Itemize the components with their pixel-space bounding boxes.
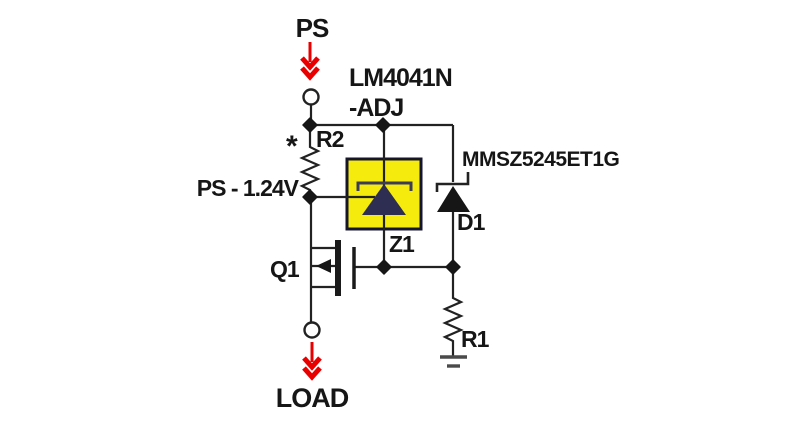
q1-mosfet-symbol <box>311 240 356 296</box>
ps-arrow-icon <box>300 42 320 81</box>
load-terminal-circle <box>303 321 321 339</box>
regulator-label-line2: -ADJ <box>349 94 403 122</box>
junction-dot <box>445 259 461 275</box>
r2-resistor <box>299 125 321 197</box>
load-arrow-icon <box>302 342 322 381</box>
d1-label: D1 <box>457 209 486 235</box>
z1-cathode-bar <box>356 181 413 191</box>
r1-resistor <box>442 267 464 356</box>
junction-dot <box>302 117 318 133</box>
node-voltage-label: PS - 1.24V <box>197 175 300 201</box>
ps-terminal-circle <box>302 88 320 106</box>
d1-zener-symbol <box>435 172 470 212</box>
r2-label: R2 <box>316 126 344 152</box>
d1-cathode-bar <box>435 172 470 192</box>
z1-label: Z1 <box>389 231 415 257</box>
z1-triangle <box>362 184 406 215</box>
d1-triangle <box>437 186 470 212</box>
r1-label: R1 <box>461 326 490 352</box>
z1-shunt-reference-symbol <box>356 181 413 215</box>
q1-label: Q1 <box>270 256 300 282</box>
junction-dot <box>375 117 391 133</box>
load-label: LOAD <box>276 383 349 413</box>
r2-asterisk: * <box>286 130 298 163</box>
ps-label: PS <box>296 13 329 43</box>
junction-dot <box>302 189 318 205</box>
d1-part-label: MMSZ5245ET1G <box>462 148 620 171</box>
junction-dot <box>376 259 392 275</box>
ground-icon <box>440 355 467 368</box>
q1-arrow-icon <box>316 259 331 273</box>
regulator-label-line1: LM4041N <box>349 64 452 92</box>
